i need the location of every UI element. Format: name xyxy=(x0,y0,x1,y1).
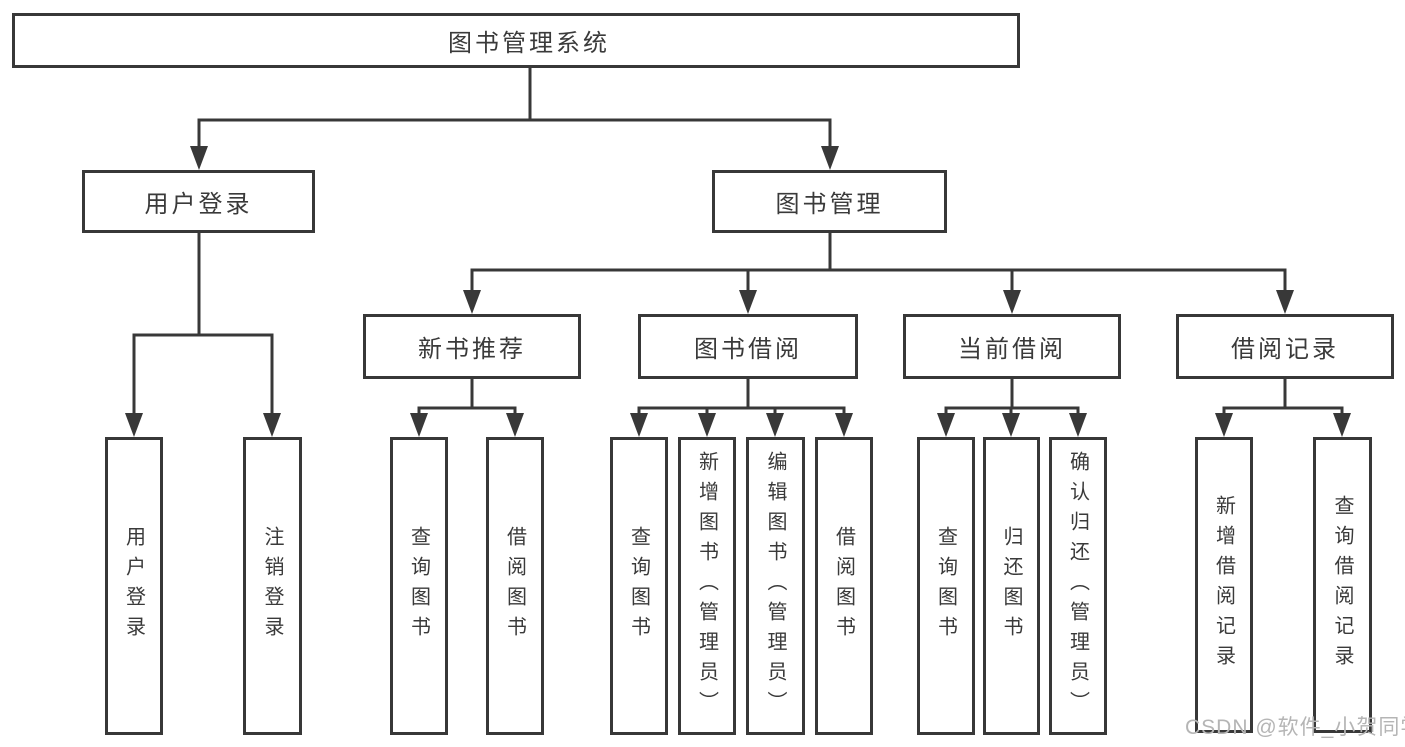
leaf-query-books-current: 查询图书 xyxy=(917,437,975,735)
leaf-borrow-books-borrowing: 借阅图书 xyxy=(815,437,873,735)
leaf-query-books-recommend: 查询图书 xyxy=(390,437,448,735)
node-label: 用户登录 xyxy=(144,191,253,218)
connector-user-login-group xyxy=(132,231,274,416)
node-label: 查询图书 xyxy=(934,526,957,646)
node-book-management: 图书管理 xyxy=(712,170,947,233)
leaf-return-books: 归还图书 xyxy=(983,437,1040,735)
node-label: 图书管理 xyxy=(775,191,884,218)
node-label: 图书管理系统 xyxy=(448,30,610,57)
leaf-borrow-books-recommend: 借阅图书 xyxy=(486,437,544,735)
leaf-query-books-borrowing: 查询图书 xyxy=(610,437,668,735)
node-borrowing-records: 借阅记录 xyxy=(1176,314,1394,379)
node-label: 确认归还（管理员） xyxy=(1066,451,1089,721)
node-label: 新书推荐 xyxy=(418,336,526,363)
node-label: 图书借阅 xyxy=(694,336,802,363)
node-label: 当前借阅 xyxy=(958,336,1066,363)
leaf-logout: 注销登录 xyxy=(243,437,302,735)
node-label: 新增借阅记录 xyxy=(1212,495,1235,675)
node-user-login: 用户登录 xyxy=(82,170,315,233)
connector-root-to-level2 xyxy=(197,66,832,151)
node-library-management-system: 图书管理系统 xyxy=(12,13,1020,68)
node-label: 查询图书 xyxy=(627,526,650,646)
arrowheads xyxy=(125,146,1351,437)
leaf-query-borrow-record: 查询借阅记录 xyxy=(1313,437,1372,733)
leaf-add-book-admin: 新增图书（管理员） xyxy=(678,437,736,735)
connector-borrow-record-group xyxy=(1222,377,1344,417)
node-label: 借阅图书 xyxy=(503,526,526,646)
connector-book-borrow-group xyxy=(637,377,846,417)
node-label: 注销登录 xyxy=(261,526,283,646)
node-label: 查询借阅记录 xyxy=(1331,495,1353,675)
node-book-borrowing: 图书借阅 xyxy=(638,314,858,379)
connector-book-management-group xyxy=(470,231,1287,293)
connector-new-book-group xyxy=(417,377,517,417)
leaf-user-login: 用户登录 xyxy=(105,437,163,735)
node-label: 借阅图书 xyxy=(832,526,855,646)
node-label: 编辑图书（管理员） xyxy=(764,451,786,721)
leaf-add-borrow-record: 新增借阅记录 xyxy=(1195,437,1253,733)
node-new-book-recommend: 新书推荐 xyxy=(363,314,581,379)
node-label: 用户登录 xyxy=(122,526,145,646)
node-current-borrowing: 当前借阅 xyxy=(903,314,1121,379)
leaf-edit-book-admin: 编辑图书（管理员） xyxy=(746,437,805,735)
node-label: 新增图书（管理员） xyxy=(695,451,718,721)
node-label: 归还图书 xyxy=(1000,526,1022,646)
node-label: 借阅记录 xyxy=(1231,336,1339,363)
leaf-confirm-return-admin: 确认归还（管理员） xyxy=(1049,437,1107,735)
node-label: 查询图书 xyxy=(407,526,430,646)
connector-current-borrow-group xyxy=(944,377,1080,417)
watermark: CSDN @软件_小贺同学 xyxy=(1185,716,1405,739)
